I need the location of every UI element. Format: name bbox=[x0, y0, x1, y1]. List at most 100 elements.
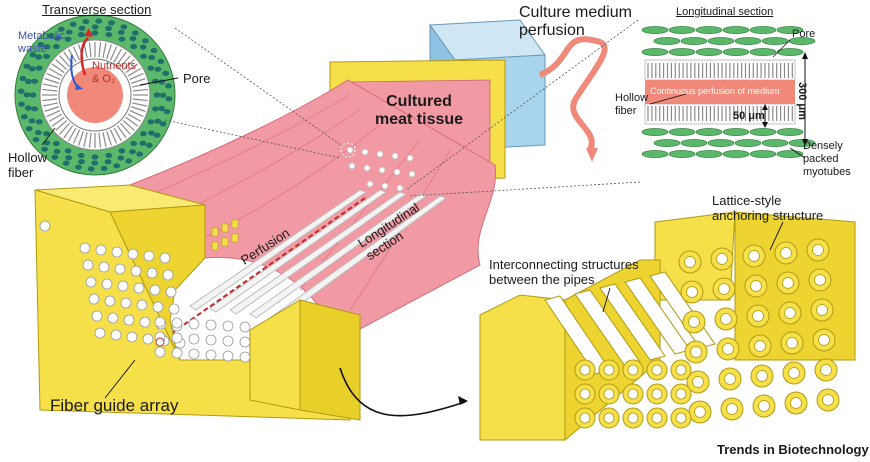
pore-tick bbox=[127, 67, 142, 77]
guide-hole bbox=[239, 321, 251, 333]
pore-tick bbox=[119, 122, 131, 135]
myotube bbox=[776, 26, 804, 34]
lattice-hole bbox=[684, 256, 696, 268]
lattice-hole bbox=[788, 367, 800, 379]
cell bbox=[150, 47, 158, 53]
myotube bbox=[749, 128, 777, 136]
cell bbox=[158, 105, 166, 112]
guide-hole bbox=[168, 303, 180, 315]
myotube bbox=[653, 37, 681, 45]
myotube bbox=[641, 26, 669, 34]
lattice-hole bbox=[603, 388, 615, 400]
guide-hole bbox=[239, 336, 251, 348]
cell bbox=[165, 96, 173, 102]
cell bbox=[147, 119, 155, 125]
pointer-lines bbox=[164, 19, 641, 197]
lattice-hole bbox=[603, 412, 615, 424]
cell bbox=[34, 129, 42, 136]
guide-hole bbox=[188, 318, 200, 330]
cell bbox=[105, 152, 113, 159]
cell bbox=[82, 18, 90, 25]
lattice-hole bbox=[816, 304, 828, 316]
pore-tick bbox=[48, 67, 63, 77]
cell bbox=[43, 131, 50, 137]
pore-tick bbox=[78, 130, 84, 146]
guide-hole bbox=[222, 320, 234, 332]
pore-tick bbox=[129, 72, 144, 81]
lattice-hole bbox=[812, 244, 824, 256]
hollow-fiber-label-left: Hollow fiber bbox=[8, 150, 48, 180]
pore-tick bbox=[44, 106, 60, 112]
cell bbox=[91, 154, 99, 160]
guide-hole bbox=[165, 286, 177, 298]
guide-hole bbox=[88, 293, 100, 305]
pore-tick bbox=[72, 46, 81, 61]
cell bbox=[140, 53, 147, 59]
guide-hole bbox=[136, 299, 148, 311]
guide-hole bbox=[222, 350, 234, 362]
cell bbox=[78, 25, 86, 31]
guide-hole bbox=[82, 259, 94, 271]
cell bbox=[105, 25, 112, 31]
pore-tick bbox=[130, 106, 146, 112]
cell bbox=[153, 92, 161, 98]
guide-hole bbox=[139, 316, 151, 328]
pore-ring bbox=[42, 42, 148, 148]
myotube bbox=[641, 150, 669, 158]
side-apertures bbox=[211, 219, 239, 251]
cell bbox=[145, 142, 153, 148]
lattice-hole bbox=[822, 394, 834, 406]
guide-hole bbox=[162, 269, 174, 281]
myotube bbox=[722, 150, 750, 158]
lattice-hole bbox=[651, 412, 663, 424]
pore-tick bbox=[113, 48, 123, 63]
guide-hole bbox=[95, 244, 107, 256]
cell bbox=[118, 36, 126, 42]
guide-hole bbox=[117, 280, 129, 292]
lattice-hole bbox=[754, 340, 766, 352]
pore-tick bbox=[98, 42, 102, 58]
cell bbox=[163, 108, 171, 115]
myotube bbox=[695, 26, 723, 34]
cell bbox=[139, 44, 147, 50]
cell bbox=[29, 92, 37, 98]
pore-tick bbox=[132, 102, 147, 107]
cell bbox=[35, 65, 43, 71]
guide-hole bbox=[188, 348, 200, 360]
cell bbox=[41, 146, 49, 152]
cell bbox=[117, 29, 125, 35]
cell bbox=[29, 52, 37, 58]
myotube bbox=[749, 26, 777, 34]
cell bbox=[31, 78, 38, 84]
guide-hole bbox=[126, 331, 138, 343]
lattice-hole bbox=[603, 364, 615, 376]
cell bbox=[120, 24, 128, 30]
guide-hole bbox=[133, 282, 145, 294]
pore-tick bbox=[109, 46, 118, 61]
guide-hole bbox=[39, 220, 51, 232]
lattice-hole bbox=[627, 364, 639, 376]
pore-tick bbox=[109, 129, 118, 144]
guide-hole bbox=[107, 312, 119, 324]
lattice-hole bbox=[750, 280, 762, 292]
guide-hole bbox=[205, 334, 217, 346]
leader-lines bbox=[41, 77, 806, 399]
pore-tick bbox=[83, 43, 88, 58]
myotube bbox=[734, 139, 762, 147]
guide-hole bbox=[101, 278, 113, 290]
cell bbox=[87, 166, 95, 172]
dimension-50: 50 μm bbox=[733, 110, 765, 122]
pore-tick bbox=[72, 129, 81, 144]
lattice-hole bbox=[579, 364, 591, 376]
myotube bbox=[653, 139, 681, 147]
cell bbox=[140, 131, 147, 137]
cell bbox=[24, 105, 32, 111]
cell bbox=[148, 130, 155, 136]
cell bbox=[117, 155, 125, 161]
continuous-perfusion-label: Continuous perfusion of medium bbox=[650, 86, 780, 96]
myotube bbox=[761, 37, 789, 45]
cell bbox=[43, 44, 51, 50]
guide-holes bbox=[39, 220, 251, 363]
lattice-hole bbox=[686, 286, 698, 298]
metabolic-waste-label: Metabolic waste bbox=[18, 30, 66, 55]
